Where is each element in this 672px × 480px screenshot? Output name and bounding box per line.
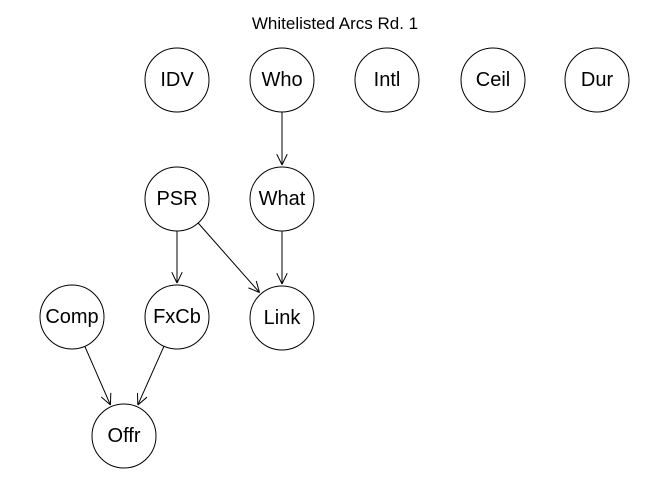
- edge-who-to-what: [276, 112, 288, 166]
- node-circle: [564, 47, 630, 113]
- node-idv: IDV: [144, 47, 210, 113]
- node-comp: Comp: [39, 284, 105, 350]
- node-label: Link: [264, 307, 302, 329]
- node-circle: [460, 47, 526, 113]
- node-circle: [144, 166, 210, 232]
- node-circle: [144, 284, 210, 350]
- edge-what-to-link: [276, 231, 288, 285]
- node-label: IDV: [160, 69, 194, 91]
- node-circle: [91, 403, 157, 469]
- diagram-title: Whitelisted Arcs Rd. 1: [252, 14, 418, 33]
- node-label: Who: [261, 69, 302, 91]
- node-what: What: [249, 166, 315, 232]
- node-label: What: [259, 188, 306, 210]
- edge-psr-to-fxcb: [171, 231, 183, 284]
- node-label: Dur: [581, 69, 614, 91]
- node-circle: [249, 285, 315, 351]
- node-label: Offr: [108, 425, 141, 447]
- node-circle: [249, 166, 315, 232]
- edge-comp-to-offr: [84, 346, 112, 406]
- node-circle: [39, 284, 105, 350]
- node-offr: Offr: [91, 403, 157, 469]
- node-label: PSR: [156, 188, 197, 210]
- node-label: FxCb: [153, 306, 201, 328]
- edge-fxcb-to-offr: [136, 346, 165, 406]
- node-label: Ceil: [476, 69, 510, 91]
- node-label: Comp: [45, 306, 98, 328]
- node-fxcb: FxCb: [144, 284, 210, 350]
- node-intl: Intl: [354, 47, 420, 113]
- node-ceil: Ceil: [460, 47, 526, 113]
- node-dur: Dur: [564, 47, 630, 113]
- edge-psr-to-link: [197, 222, 260, 293]
- node-label: Intl: [374, 69, 401, 91]
- node-circle: [144, 47, 210, 113]
- node-psr: PSR: [144, 166, 210, 232]
- edges-layer: [84, 112, 288, 406]
- node-who: Who: [249, 47, 315, 113]
- node-link: Link: [249, 285, 315, 351]
- node-circle: [354, 47, 420, 113]
- node-circle: [249, 47, 315, 113]
